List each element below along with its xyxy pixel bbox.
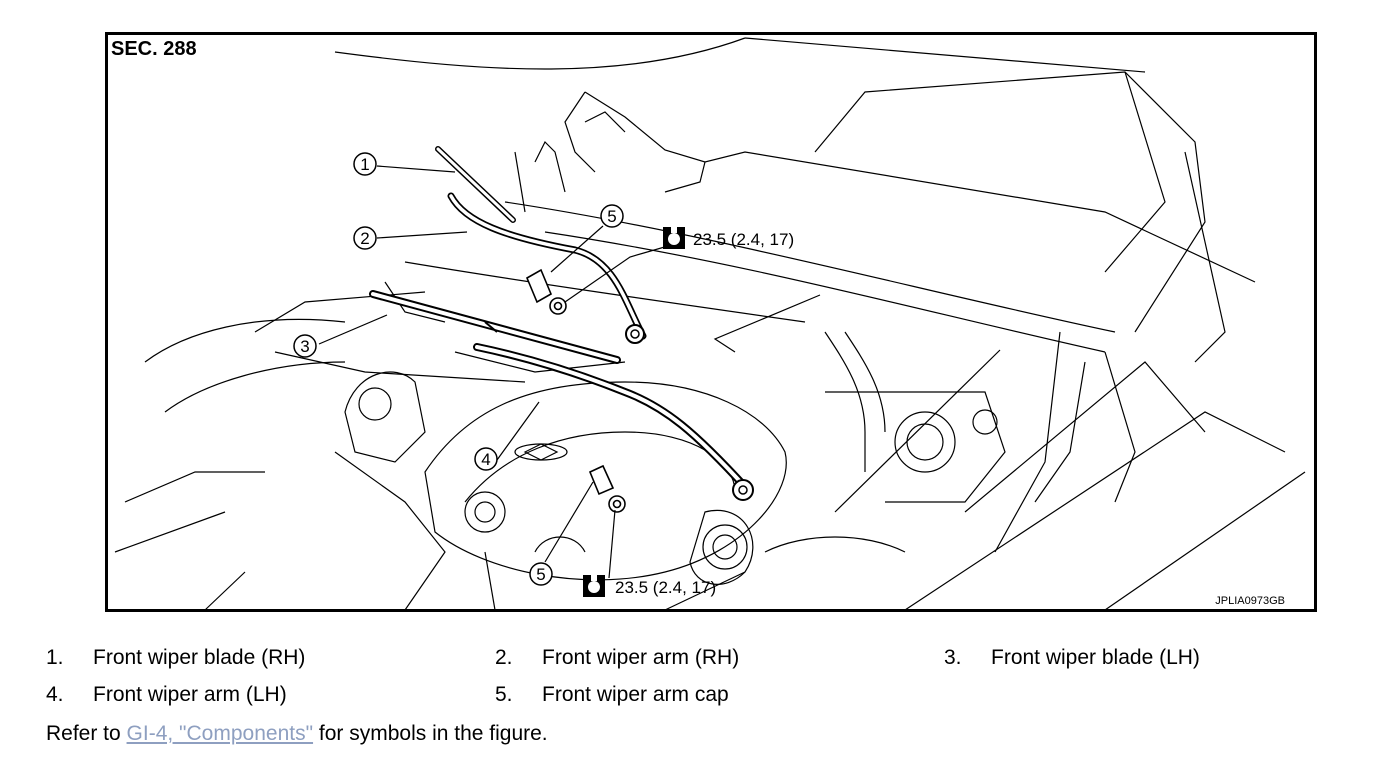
legend-label: Front wiper arm cap bbox=[542, 683, 729, 706]
components-reference-link[interactable]: GI-4, "Components" bbox=[126, 722, 314, 745]
torque-value-lower: 23.5 (2.4, 17) bbox=[615, 578, 716, 597]
callout-5-upper-label: 5 bbox=[607, 207, 616, 226]
wiper-arm-cap-lower bbox=[588, 464, 615, 496]
wiper-diagram-figure: 1 2 3 4 5 5 bbox=[105, 32, 1317, 612]
legend-number: 3. bbox=[944, 646, 962, 669]
callout-3-label: 3 bbox=[300, 337, 309, 356]
callouts: 1 2 3 4 5 5 bbox=[293, 152, 624, 586]
legend-number: 5. bbox=[495, 683, 513, 706]
engine-bay-artwork bbox=[114, 37, 1306, 611]
legend-number: 2. bbox=[495, 646, 513, 669]
callout-3: 3 bbox=[293, 334, 317, 358]
section-label: SEC. 288 bbox=[111, 38, 197, 60]
callout-2-label: 2 bbox=[360, 229, 369, 248]
torque-spec-lower: 23.5 (2.4, 17) bbox=[583, 575, 716, 597]
wiper-diagram-svg: 1 2 3 4 5 5 bbox=[105, 32, 1317, 612]
arm-caps-and-nuts bbox=[525, 268, 626, 513]
callout-2: 2 bbox=[353, 226, 377, 250]
legend-number: 1. bbox=[46, 646, 64, 669]
legend-label: Front wiper blade (LH) bbox=[991, 646, 1200, 669]
figure-frame bbox=[105, 32, 1317, 612]
legend-label: Front wiper blade (RH) bbox=[93, 646, 306, 669]
note-suffix: for symbols in the figure. bbox=[313, 722, 548, 745]
legend-number: 4. bbox=[46, 683, 64, 706]
callout-4-label: 4 bbox=[481, 450, 490, 469]
callout-1-label: 1 bbox=[360, 155, 369, 174]
wiper-arm-cap-upper bbox=[525, 268, 553, 304]
legend-label: Front wiper arm (LH) bbox=[93, 683, 287, 706]
callout-4: 4 bbox=[474, 447, 498, 471]
figure-id: JPLIA0973GB bbox=[1215, 595, 1285, 607]
legend-row: 4. Front wiper arm (LH) 5. Front wiper a… bbox=[46, 683, 1366, 720]
callout-1: 1 bbox=[353, 152, 377, 176]
note-prefix: Refer to bbox=[46, 722, 127, 745]
symbols-note: Refer to GI-4, "Components" for symbols … bbox=[46, 722, 548, 746]
callout-5-upper: 5 bbox=[600, 204, 624, 228]
torque-spec-upper: 23.5 (2.4, 17) bbox=[663, 227, 794, 249]
callout-5-lower-label: 5 bbox=[536, 565, 545, 584]
callout-5-lower: 5 bbox=[529, 562, 553, 586]
torque-value-upper: 23.5 (2.4, 17) bbox=[693, 230, 794, 249]
parts-legend: 1. Front wiper blade (RH) 2. Front wiper… bbox=[46, 646, 1366, 720]
legend-row: 1. Front wiper blade (RH) 2. Front wiper… bbox=[46, 646, 1366, 683]
legend-label: Front wiper arm (RH) bbox=[542, 646, 740, 669]
leader-lines bbox=[318, 165, 1001, 579]
